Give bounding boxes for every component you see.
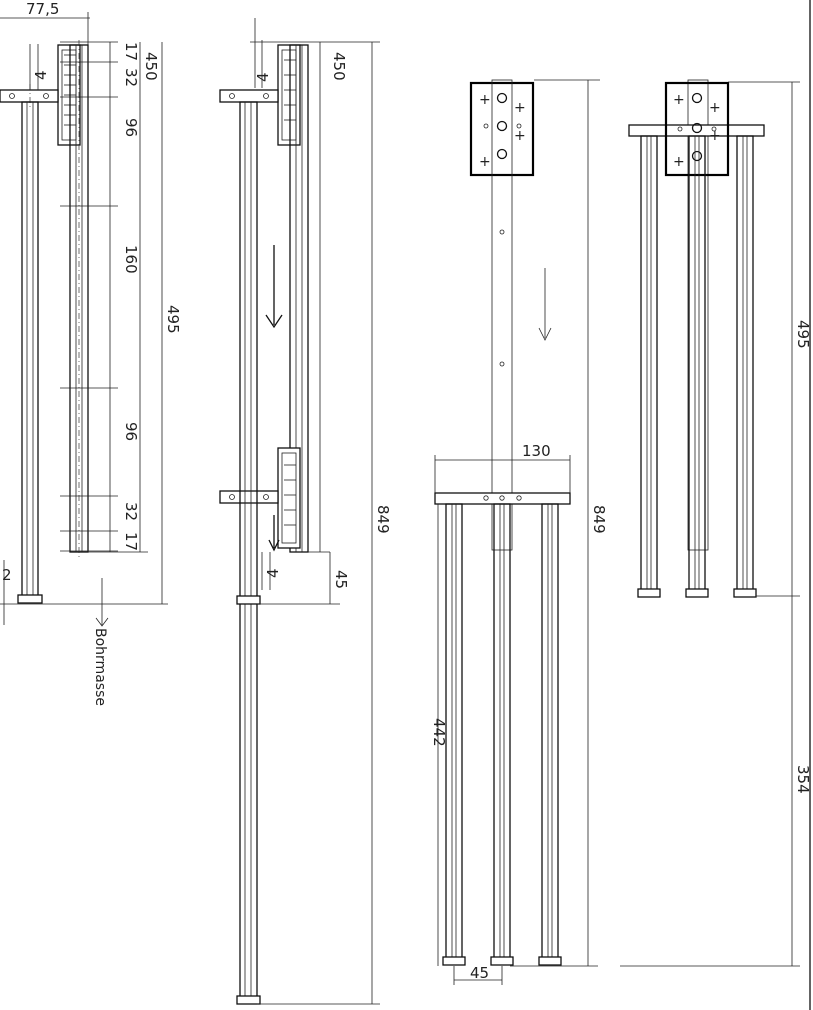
screw-mark-icon: + bbox=[673, 154, 685, 170]
dim-45: 45 bbox=[470, 964, 489, 982]
view-2-side-extended: 4 450 4 45 849 bbox=[219, 18, 392, 1005]
screw-mark-icon: + bbox=[709, 100, 721, 116]
dim-17-bottom: 17 bbox=[122, 532, 140, 551]
dim-96-bottom: 96 bbox=[122, 422, 140, 441]
dim-2: 2 bbox=[2, 566, 12, 584]
dim-32-bottom: 32 bbox=[122, 502, 140, 521]
dim-849: 849 bbox=[374, 505, 392, 534]
view-3-front-extended: + + + + 130 849 bbox=[430, 79, 608, 985]
dim-495: 495 bbox=[794, 320, 812, 349]
dim-17-top: 17 bbox=[122, 42, 140, 61]
dim-442: 442 bbox=[430, 718, 448, 747]
dim-450: 450 bbox=[142, 52, 160, 81]
towel-rod-right bbox=[541, 503, 559, 960]
wall-plate bbox=[664, 81, 730, 177]
towel-rod-extended bbox=[239, 101, 258, 1000]
screw-mark-icon: + bbox=[479, 92, 491, 108]
rod-end-cap bbox=[236, 995, 261, 1005]
dim-495: 495 bbox=[164, 305, 182, 334]
screw-mark-icon: + bbox=[514, 100, 526, 116]
dim-354: 354 bbox=[794, 765, 812, 794]
screw-mark-icon: + bbox=[479, 154, 491, 170]
screw-mark-icon: + bbox=[514, 128, 526, 144]
screw-mark-icon: + bbox=[709, 128, 721, 144]
crossbar-retracted bbox=[219, 89, 279, 103]
dim-32-top: 32 bbox=[122, 68, 140, 87]
dim-77-5: 77,5 bbox=[26, 0, 59, 18]
center-rail bbox=[687, 79, 709, 551]
dim-45: 45 bbox=[332, 570, 350, 589]
dim-450: 450 bbox=[330, 52, 348, 81]
dim-130: 130 bbox=[522, 442, 551, 460]
towel-rod-center bbox=[688, 135, 706, 592]
dim-4: 4 bbox=[32, 70, 50, 80]
rod-end-cap bbox=[17, 594, 43, 604]
towel-rod-left bbox=[640, 135, 658, 592]
note-bohrmasse: Bohrmasse bbox=[92, 628, 108, 706]
crossbar bbox=[628, 124, 765, 137]
towel-rod-right bbox=[736, 135, 754, 592]
towel-rod bbox=[21, 101, 39, 598]
crossbar-extended bbox=[219, 490, 279, 504]
guide-rail bbox=[289, 44, 309, 553]
dim-96-top: 96 bbox=[122, 118, 140, 137]
wall-plate bbox=[469, 81, 535, 177]
dim-160: 160 bbox=[122, 245, 140, 274]
crossbar bbox=[434, 492, 571, 505]
center-rail bbox=[491, 79, 513, 551]
screw-mark-icon: + bbox=[673, 92, 685, 108]
dim-4-bottom: 4 bbox=[264, 568, 282, 578]
dim-849: 849 bbox=[590, 505, 608, 534]
dim-4-top: 4 bbox=[254, 72, 272, 82]
view-4-front-retracted: + + + + 495 354 bbox=[620, 79, 812, 967]
towel-bar-crossbar bbox=[0, 89, 59, 103]
towel-rod-center bbox=[493, 503, 511, 960]
view-1-side: 77,5 4 bbox=[0, 0, 182, 706]
slider-block bbox=[277, 447, 301, 549]
